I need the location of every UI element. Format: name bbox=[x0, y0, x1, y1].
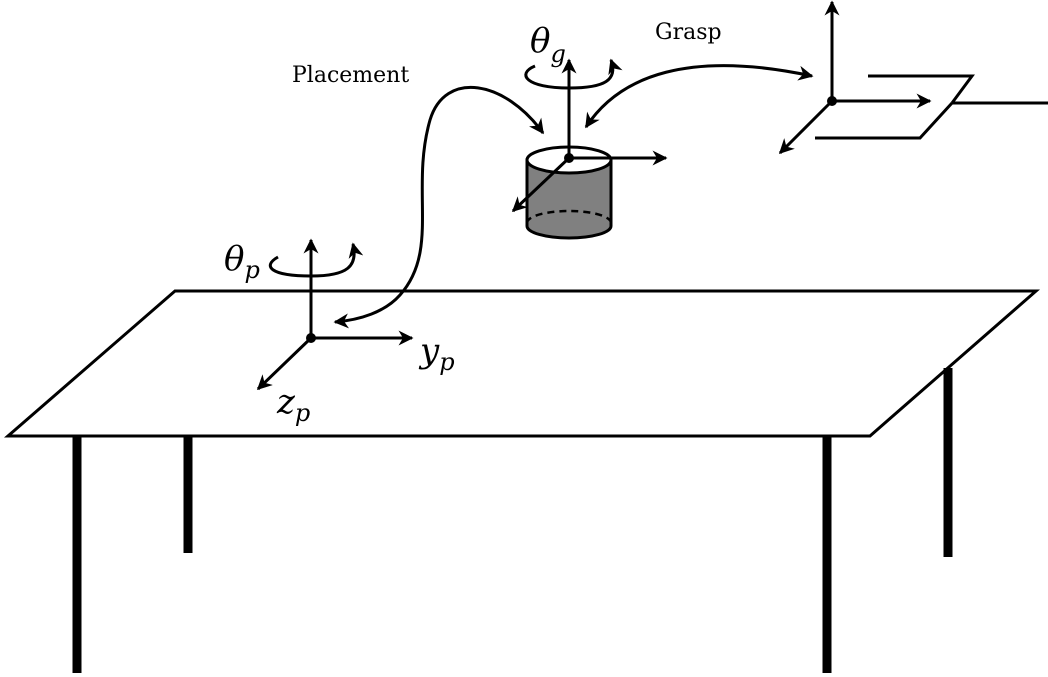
placement-origin bbox=[306, 333, 316, 343]
placement-label: Placement bbox=[292, 63, 409, 88]
placement-curve-arrow bbox=[333, 85, 545, 329]
y-p-label: yp bbox=[418, 331, 455, 376]
theta-g-label: θg bbox=[530, 21, 566, 68]
grasp-label: Grasp bbox=[655, 20, 722, 45]
gripper-upper-finger bbox=[868, 74, 975, 104]
gripper-frame bbox=[778, 0, 1048, 155]
z-p-label: zp bbox=[276, 382, 310, 427]
object-origin bbox=[564, 153, 574, 163]
table bbox=[3, 289, 1040, 673]
grasp-curve-arrow bbox=[584, 64, 814, 129]
placement-frame bbox=[256, 238, 414, 391]
gripper-origin bbox=[827, 96, 837, 106]
cylinder-object bbox=[511, 58, 668, 240]
gripper-lower-finger bbox=[815, 101, 954, 140]
placement-z-axis bbox=[256, 336, 313, 391]
theta-p-label: θp bbox=[224, 239, 260, 284]
table-top bbox=[3, 289, 1040, 438]
gripper-z-axis bbox=[778, 99, 834, 155]
